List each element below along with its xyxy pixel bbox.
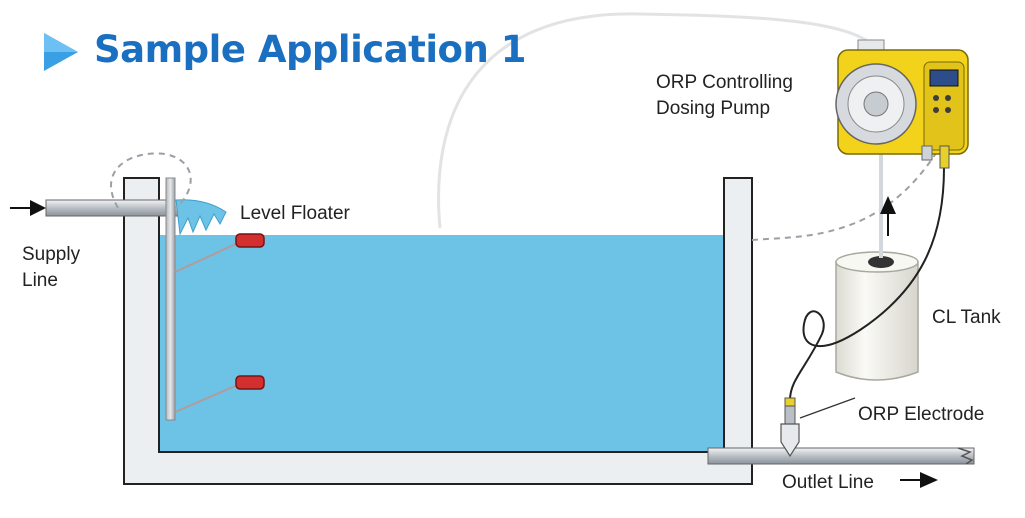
dosing-pump-label-line1: ORP Controlling [656, 72, 793, 93]
cl-tank [835, 251, 919, 381]
dosing-pump-label-line2: Dosing Pump [656, 98, 771, 119]
outlet-arrow-icon [900, 472, 938, 488]
tank-water [158, 235, 725, 452]
pump-dashed-line [751, 149, 939, 241]
dosing-pump-label: ORP Controlling Dosing Pump [656, 70, 793, 122]
signal-cable [437, 12, 878, 229]
tank-walls [123, 177, 753, 485]
level-floater-bottom [235, 375, 265, 390]
page-title: Sample Application 1 [94, 27, 526, 71]
electrode-cable [789, 167, 945, 401]
dosing-pump [835, 39, 969, 169]
floater-rod [165, 177, 176, 421]
play-arrow-icon [44, 33, 78, 71]
supply-line-label-line1: Supply [22, 244, 81, 265]
water-spray [175, 199, 227, 236]
electrode-leader-line [799, 397, 856, 419]
title-bar: Sample Application 1 [40, 24, 526, 74]
level-floater-label: Level Floater [240, 203, 350, 224]
outlet-pipe [707, 447, 975, 465]
outlet-line-label: Outlet Line [782, 472, 874, 493]
up-arrow-icon [880, 196, 896, 236]
cl-tank-label: CL Tank [932, 307, 1001, 328]
supply-line-label-line2: Line [22, 270, 58, 291]
level-floater-top [235, 233, 265, 248]
orp-electrode-label: ORP Electrode [858, 404, 985, 425]
supply-pipe [10, 199, 179, 217]
supply-line-label: Supply Line [22, 242, 80, 294]
orp-electrode [780, 397, 800, 458]
